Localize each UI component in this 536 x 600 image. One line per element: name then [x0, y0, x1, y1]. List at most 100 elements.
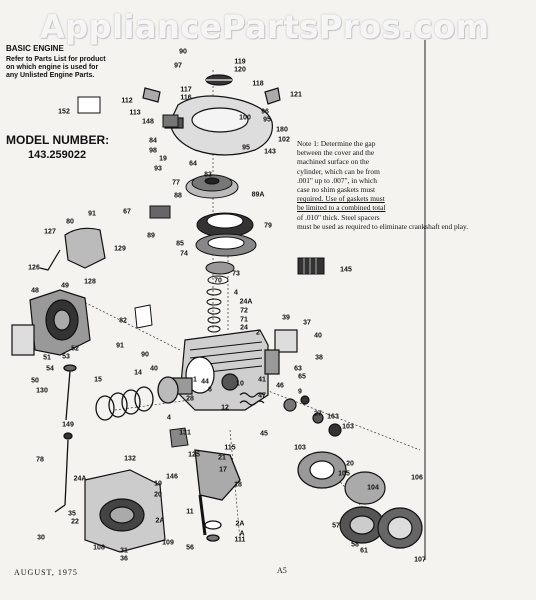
note-line: must be used as required to eliminate cr… — [297, 221, 469, 231]
note-1: Note 1: Determine the gap between the co… — [297, 139, 469, 231]
engine-block — [169, 329, 269, 411]
part-number-label: 143 — [264, 148, 276, 156]
footer-page-number: A5 — [277, 566, 287, 575]
part-number-label: 14 — [134, 369, 142, 377]
note-line: between the cover and the — [297, 148, 375, 158]
part-number-label: 53 — [62, 353, 70, 361]
part-number-label: 36 — [120, 555, 128, 563]
part-number-label: 131 — [179, 429, 191, 437]
part-number-label: 30 — [37, 534, 45, 542]
part-number-label: 74 — [180, 250, 188, 258]
part-number-label: 106 — [411, 474, 423, 482]
part-number-label: 49 — [61, 282, 69, 290]
part-number-label: 46 — [276, 382, 284, 390]
part-number-label: 97 — [174, 62, 182, 70]
note-line: .001" up to .007", in which — [297, 175, 377, 185]
part-number-label: 85 — [176, 240, 184, 248]
part-number-label: 27 — [314, 410, 322, 418]
note-line: Note 1: Determine the gap — [297, 139, 376, 148]
part-number-label: 71 — [240, 316, 248, 324]
magneto-assembly — [149, 205, 257, 285]
watermark: AppliancePartsPros.com — [40, 8, 490, 46]
part-number-label: 89A — [251, 191, 265, 199]
header-note-line-2: on which engine is used for — [6, 64, 99, 71]
part-number-label: 98 — [149, 147, 157, 155]
part-number-label: 115 — [224, 444, 236, 452]
part-number-label: 118 — [252, 80, 264, 88]
part-number-label: 12 — [221, 404, 229, 412]
part-number-label: 111 — [234, 536, 246, 544]
header-note-line-3: any Unlisted Engine Parts. — [6, 72, 95, 79]
part-number-label: 113 — [129, 109, 141, 117]
part-number-label: 145 — [340, 266, 352, 274]
part-number-label: 31 — [120, 547, 128, 555]
header-title: BASIC ENGINE — [6, 44, 64, 53]
part-number-label: 4 — [167, 414, 171, 422]
part-number-label: 39 — [282, 314, 290, 322]
part-number-label: 103 — [342, 423, 354, 431]
part-number-label: 35 — [68, 510, 76, 518]
part-number-label: 24 — [240, 324, 248, 332]
part-number-label: 20 — [154, 491, 162, 499]
note-line: cylinder, which can be from — [297, 166, 380, 176]
part-number-label: 6 — [208, 386, 212, 394]
part-number-label: 180 — [276, 126, 288, 134]
part-number-label: 38 — [315, 354, 323, 362]
part-number-label: 19 — [154, 480, 162, 488]
part-number-label: 108 — [93, 544, 105, 552]
part-number-label: 15 — [94, 376, 102, 384]
part-number-label: 125 — [188, 451, 200, 459]
blower-housing — [142, 74, 281, 156]
header-note-line-1: Refer to Parts List for product — [6, 56, 106, 63]
part-number-label: 40 — [150, 365, 158, 373]
part-number-label: 127 — [44, 228, 56, 236]
note-line: case no shim gaskets must — [297, 185, 376, 195]
part-number-label: 90 — [179, 48, 187, 56]
part-number-label: 105 — [338, 470, 350, 478]
part-number-label: 100 — [239, 114, 251, 122]
piston-rings — [95, 376, 179, 421]
part-number-label: 21 — [218, 454, 226, 462]
part-number-label: 146 — [166, 473, 178, 481]
part-number-label: 10 — [236, 380, 244, 388]
part-number-label: 56 — [186, 544, 194, 552]
part-number-label: 96 — [261, 108, 269, 116]
part-number-label: 126 — [28, 264, 40, 272]
crankcase-cover — [84, 469, 166, 553]
valve-train — [239, 329, 342, 437]
part-number-label: 89 — [147, 232, 155, 240]
part-number-label: 129 — [114, 245, 126, 253]
part-number-label: 52 — [71, 345, 79, 353]
part-number-label: 109 — [162, 539, 174, 547]
part-number-label: 54 — [46, 365, 54, 373]
part-number-label: 57 — [332, 522, 340, 530]
drive-pulley — [297, 451, 423, 549]
note-line: be limited to a combined total — [297, 203, 386, 213]
part-number-label: 149 — [62, 421, 74, 429]
part-number-label: 78 — [36, 456, 44, 464]
part-number-label: 80 — [66, 218, 74, 226]
part-number-label: 107 — [414, 556, 426, 564]
part-number-label: 93 — [154, 165, 162, 173]
part-145 — [297, 257, 325, 275]
dipstick — [54, 364, 77, 513]
footer-date: AUGUST, 1975 — [14, 568, 78, 577]
part-number-label: 117 — [180, 86, 192, 94]
part-number-label: 79 — [264, 222, 272, 230]
part-number-label: 48 — [31, 287, 39, 295]
model-number-value: 143.259022 — [28, 149, 87, 161]
part-number-label: 128 — [84, 278, 96, 286]
part-number-label: 67 — [123, 208, 131, 216]
part-number-label: 40 — [314, 332, 322, 340]
part-number-label: 121 — [290, 91, 302, 99]
part-number-label: 103 — [294, 444, 306, 452]
part-number-label: 9 — [298, 388, 302, 396]
part-number-label: 4 — [234, 289, 238, 297]
part-number-label: 44 — [201, 378, 209, 386]
part-number-label: 132 — [124, 455, 136, 463]
part-number-label: 51 — [43, 354, 51, 362]
part-number-label: 163 — [327, 413, 339, 421]
part-number-label: 112 — [121, 97, 133, 105]
part-number-label: 58 — [351, 541, 359, 549]
